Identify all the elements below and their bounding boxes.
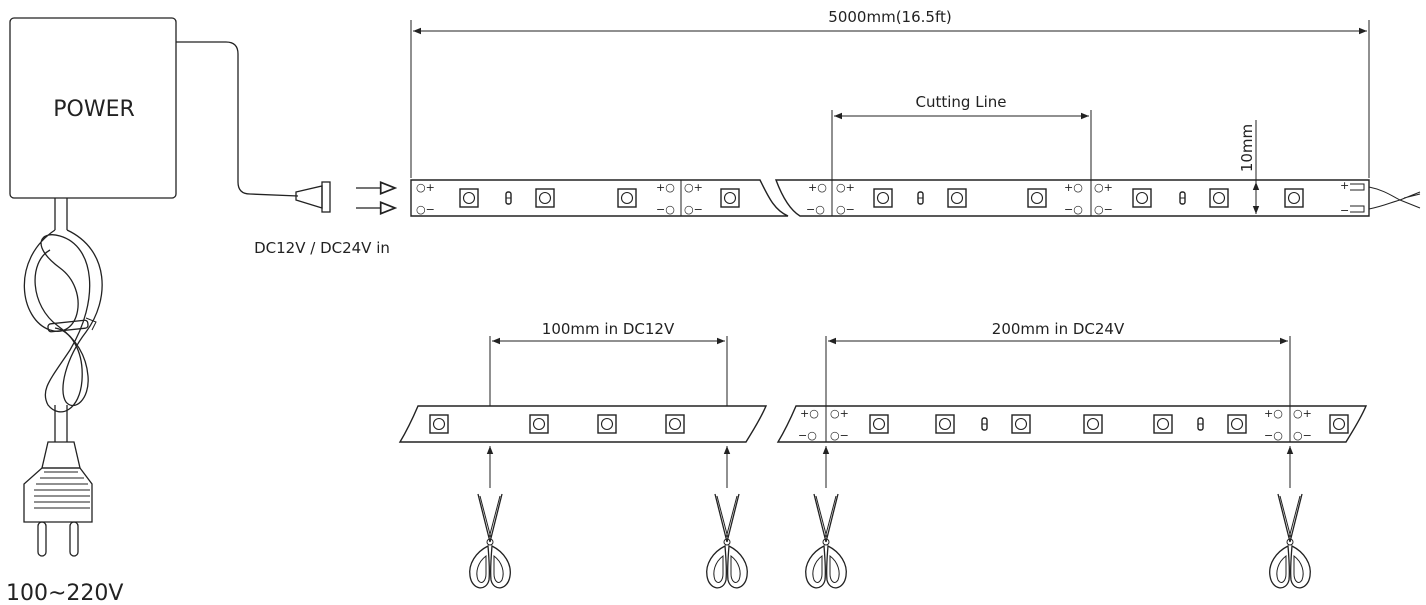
svg-text:+○: +○ [808, 181, 827, 194]
svg-text:○−: ○− [1094, 203, 1113, 216]
scissors-icon [805, 493, 847, 589]
power-label: POWER [53, 97, 135, 122]
led-strip-12v [398, 405, 768, 443]
led-strip-24v: +○ −○ ○+ ○− +○ −○ ○+ ○− [776, 405, 1368, 443]
svg-text:○+: ○+ [684, 181, 703, 194]
scissors-icon [1269, 493, 1311, 589]
cut-24v-dimension: 200mm in DC24V [822, 320, 1294, 488]
svg-text:○+: ○+ [830, 407, 849, 420]
svg-text:○+: ○+ [836, 181, 855, 194]
dc-input-label: DC12V / DC24V in [254, 239, 390, 257]
svg-text:○−: ○− [684, 203, 703, 216]
svg-text:○+: ○+ [416, 181, 435, 194]
cut-12v-dimension: 100mm in DC12V [486, 320, 731, 488]
cutting-line-label: Cutting Line [916, 93, 1007, 111]
ac-plug [23, 441, 93, 557]
power-adapter: POWER [9, 17, 177, 199]
svg-text:○+: ○+ [1293, 407, 1312, 420]
cut-24v-label: 200mm in DC24V [992, 320, 1125, 338]
svg-text:−: − [1340, 204, 1349, 217]
led-strip-main-left: ○+ ○− +○ −○ ○+ ○− [410, 179, 789, 217]
svg-text:○−: ○− [416, 203, 435, 216]
width-dimension: 10mm [1238, 120, 1260, 214]
dc-cable [176, 41, 299, 197]
total-length-label: 5000mm(16.5ft) [828, 8, 951, 26]
svg-text:+○: +○ [1064, 181, 1083, 194]
svg-text:○+: ○+ [1094, 181, 1113, 194]
svg-text:+○: +○ [1264, 407, 1283, 420]
scissors-icon [706, 493, 748, 589]
dc-connector [295, 181, 331, 213]
width-label: 10mm [1238, 124, 1256, 172]
svg-text:−○: −○ [1264, 429, 1283, 442]
led-strip-main-right: +○ −○ ○+ ○− +○ −○ ○+ ○− + − [774, 179, 1370, 217]
cut-12v-label: 100mm in DC12V [542, 320, 675, 338]
svg-text:−○: −○ [1064, 203, 1083, 216]
total-length-dimension: 5000mm(16.5ft) [410, 8, 1370, 178]
svg-text:○−: ○− [830, 429, 849, 442]
svg-text:+○: +○ [656, 181, 675, 194]
cutting-line-dimension: Cutting Line [831, 93, 1092, 180]
svg-text:○−: ○− [1293, 429, 1312, 442]
svg-text:−○: −○ [656, 203, 675, 216]
svg-text:+○: +○ [800, 407, 819, 420]
output-wires [1368, 186, 1421, 210]
ac-cable [23, 198, 103, 442]
input-voltage-label: 100~220V [6, 581, 123, 605]
svg-text:−○: −○ [798, 429, 817, 442]
svg-text:−○: −○ [806, 203, 825, 216]
scissors-icon [469, 493, 511, 589]
svg-text:○−: ○− [836, 203, 855, 216]
svg-text:+: + [1340, 179, 1349, 192]
